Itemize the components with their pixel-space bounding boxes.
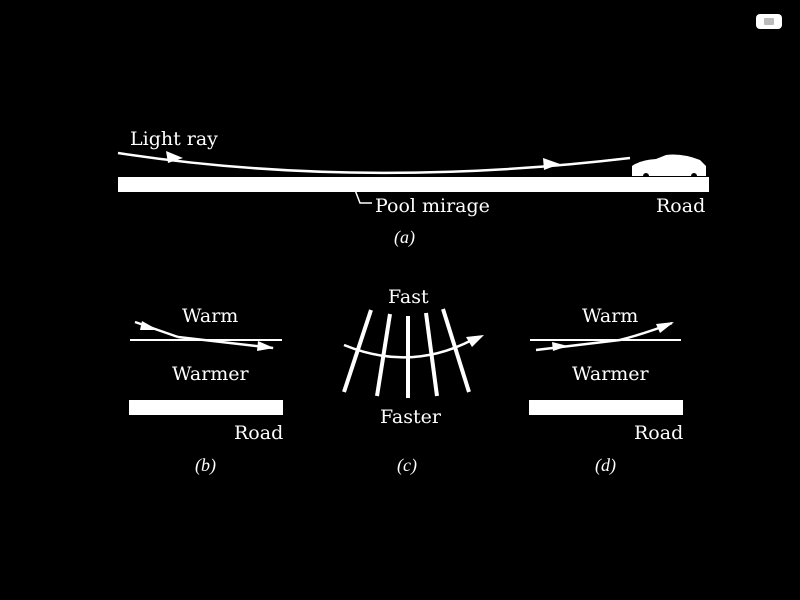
pool-mirage-label: Pool mirage	[375, 195, 490, 217]
panel-b: Warm Warmer Road (b)	[129, 305, 283, 476]
ray-arrowhead-left	[166, 151, 183, 163]
fast-label: Fast	[388, 286, 429, 308]
warmer-label-d: Warmer	[572, 363, 650, 385]
caption-a: (a)	[394, 227, 415, 248]
ray-arrowhead-right	[543, 158, 560, 170]
warm-label-b: Warm	[182, 305, 238, 327]
panel-c: Fast Faster (c)	[342, 286, 484, 476]
ray-arrowhead-b2	[257, 341, 274, 351]
ray-arrowhead-d1	[552, 342, 568, 351]
road-bar-d	[529, 400, 683, 415]
road-label-b: Road	[234, 422, 283, 444]
refracted-ray-d-incident	[535, 338, 621, 352]
panel-a: Light ray Pool mirage Road (a)	[117, 128, 709, 248]
curved-ray-c	[343, 338, 473, 359]
caption-d: (d)	[595, 455, 616, 476]
pool-mirage-pointer	[354, 189, 372, 204]
warmer-label-b: Warmer	[172, 363, 250, 385]
ray-arrowhead-b1	[140, 321, 158, 330]
refracted-ray-b-refracted	[177, 335, 274, 350]
car-icon	[632, 154, 706, 179]
light-ray-label: Light ray	[130, 128, 218, 150]
road-label-d: Road	[634, 422, 683, 444]
road-label-a: Road	[656, 195, 705, 217]
ray-arrowhead-c	[466, 335, 484, 347]
caption-b: (b)	[195, 455, 216, 476]
panel-d: Warm Warmer Road (d)	[529, 305, 683, 476]
caption-c: (c)	[397, 455, 417, 476]
road-bar-a	[118, 177, 709, 192]
light-ray-path	[117, 151, 631, 175]
wavefronts	[342, 308, 471, 398]
ray-arrowhead-d2	[656, 322, 674, 333]
faster-label: Faster	[380, 406, 442, 428]
wavefront-5	[441, 308, 471, 393]
road-bar-b	[129, 400, 283, 415]
warm-label-d: Warm	[582, 305, 638, 327]
corner-nav-button[interactable]	[756, 14, 782, 29]
